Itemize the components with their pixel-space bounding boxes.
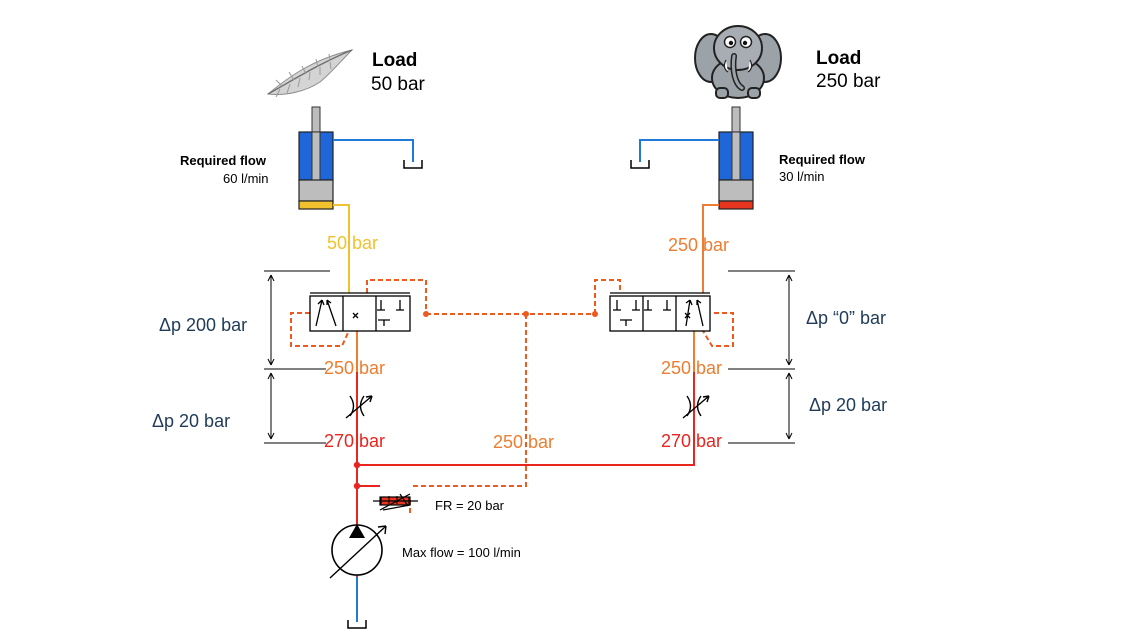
tank-lines — [333, 139, 719, 629]
variable-pump — [329, 504, 411, 579]
right-directional-valve — [609, 292, 711, 332]
right-throttle — [682, 395, 710, 419]
right-throttle-delta: Δp 20 bar — [809, 395, 888, 415]
hydraulic-lines — [290, 204, 734, 577]
right-valve-out-pressure: 250 bar — [661, 358, 723, 378]
elephant-icon — [694, 25, 782, 99]
right-load-title: Load — [816, 48, 862, 69]
left-required-flow-title: Required flow — [180, 153, 266, 168]
left-load-value: 50 bar — [371, 74, 425, 95]
left-throttle — [345, 395, 373, 419]
feather-icon — [266, 49, 354, 98]
right-required-flow-value: 30 l/min — [779, 169, 825, 184]
right-cylinder — [718, 106, 754, 210]
right-cylinder-pressure: 250 bar — [668, 235, 730, 255]
flow-regulator — [373, 493, 418, 511]
dimension-lines — [264, 270, 795, 444]
left-supply-pressure: 270 bar — [324, 431, 386, 451]
flow-regulator-label: FR = 20 bar — [435, 498, 505, 513]
left-cylinder-pressure: 50 bar — [327, 233, 379, 253]
right-required-flow-title: Required flow — [779, 152, 865, 167]
left-directional-valve — [309, 292, 411, 332]
right-valve-delta: Δp “0” bar — [806, 308, 887, 328]
right-supply-pressure: 270 bar — [661, 431, 723, 451]
left-valve-delta: Δp 200 bar — [159, 315, 248, 335]
left-required-flow-value: 60 l/min — [223, 171, 269, 186]
load-sense-pressure: 250 bar — [493, 432, 555, 452]
left-cylinder — [298, 106, 334, 210]
left-valve-out-pressure: 250 bar — [324, 358, 386, 378]
left-throttle-delta: Δp 20 bar — [152, 411, 231, 431]
right-load-value: 250 bar — [816, 71, 881, 92]
max-flow-label: Max flow = 100 l/min — [402, 545, 521, 560]
left-load-title: Load — [372, 50, 418, 71]
